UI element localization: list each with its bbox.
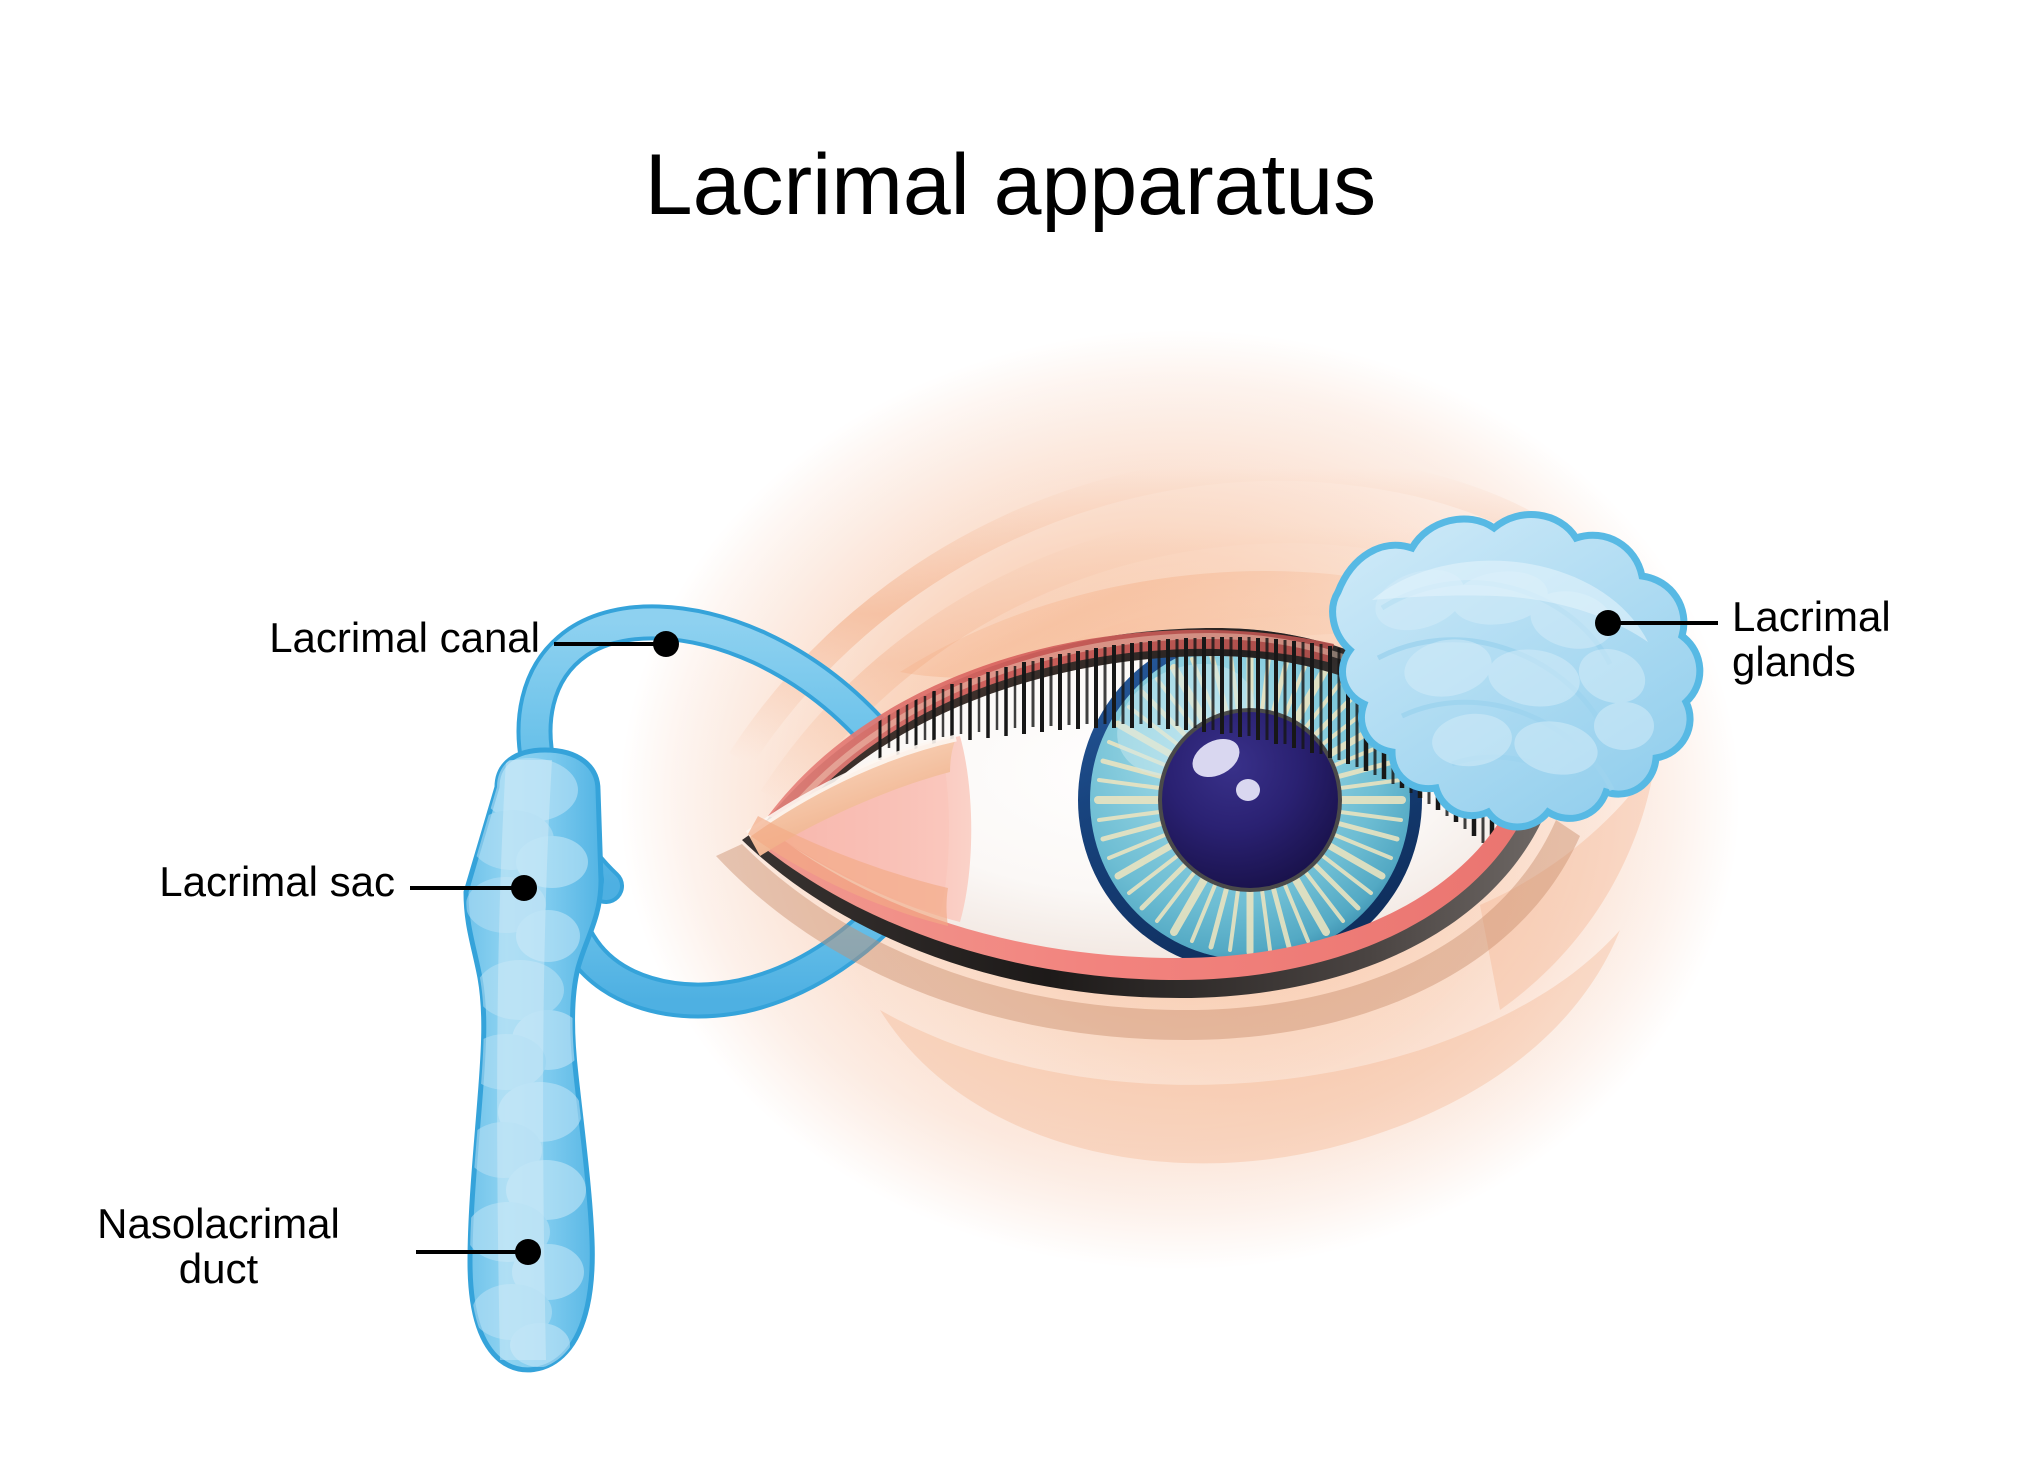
page-title: Lacrimal apparatus (644, 137, 1377, 233)
label-lacrimal-canal: Lacrimal canal (269, 614, 540, 661)
label-lacrimal-sac: Lacrimal sac (159, 858, 395, 905)
callout-leaders (410, 621, 1718, 1254)
lacrimal-sac-and-duct (463, 747, 604, 1373)
lower-eyelid (716, 800, 1580, 1040)
lacrimal-gland (1329, 511, 1704, 831)
upper-eyelashes (878, 637, 1513, 866)
inner-canthus-fold (745, 734, 957, 926)
callout-dots (511, 610, 1621, 1265)
dot-lacrimal-canal (653, 631, 679, 657)
label-nasolacrimal-duct: Nasolacrimal duct (97, 1200, 340, 1292)
dot-lacrimal-glands (1595, 610, 1621, 636)
dot-lacrimal-sac (511, 875, 537, 901)
iris (1078, 628, 1422, 968)
eye (716, 628, 1580, 1040)
dot-nasolacrimal-duct (515, 1239, 541, 1265)
label-lacrimal-glands: Lacrimal glands (1732, 593, 1891, 685)
